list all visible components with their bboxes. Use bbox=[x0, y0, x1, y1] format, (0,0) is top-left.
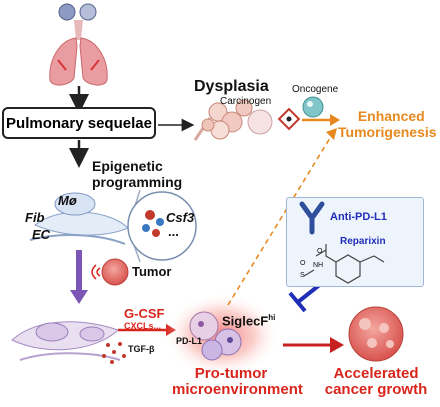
inhibition-bar bbox=[288, 291, 307, 313]
siglecf-superscript: hi bbox=[268, 313, 276, 322]
protumor-line2: microenvironment bbox=[172, 381, 303, 398]
tumor-label: Tumor bbox=[132, 264, 172, 279]
accel-line1: Accelerated bbox=[333, 365, 419, 382]
pulmonary-sequelae-box: Pulmonary sequelae bbox=[2, 107, 156, 139]
carcinogen-label: Carcinogen bbox=[220, 96, 272, 107]
oncogene-icon bbox=[302, 96, 324, 118]
chem-o-s: O bbox=[300, 260, 306, 267]
endothelial-label: EC bbox=[32, 227, 51, 242]
lungs-illustration bbox=[49, 3, 108, 86]
anti-pdl1-label: Anti-PD-L1 bbox=[330, 211, 387, 223]
epigenetic-line1: Epigenetic bbox=[92, 158, 163, 174]
epigenetic-programming-label: Epigenetic programming bbox=[92, 158, 182, 190]
epigenetic-line2: programming bbox=[92, 174, 183, 190]
reparixin-label: Reparixin bbox=[340, 236, 386, 247]
accel-line2: cancer growth bbox=[324, 381, 428, 398]
chromatin-icon bbox=[142, 210, 164, 237]
neutrophil-cluster-illustration bbox=[189, 311, 242, 361]
accelerated-cancer-growth-label: Accelerated cancer growth bbox=[320, 366, 432, 398]
hazard-icon bbox=[277, 107, 301, 131]
cell-cluster-illustration bbox=[29, 192, 129, 245]
chem-o-top: O bbox=[317, 248, 323, 255]
cxcls-label: CXCLs... bbox=[124, 321, 162, 331]
chem-nh: NH bbox=[313, 262, 324, 269]
enhanced-tumorigenesis-label: Enhanced Tumorigenesis bbox=[338, 108, 437, 140]
gcsf-label: G-CSF bbox=[124, 306, 165, 321]
fibroblast-label: Fib bbox=[25, 210, 45, 225]
tumor-mass-illustration bbox=[348, 306, 404, 362]
alveoli-illustration bbox=[193, 99, 253, 141]
dashed-arrow-to-tumorigenesis bbox=[227, 137, 331, 306]
enhanced-line1: Enhanced bbox=[357, 108, 425, 124]
chem-s: S bbox=[300, 272, 305, 279]
protumor-line1: Pro-tumor bbox=[194, 365, 268, 382]
pulmonary-sequelae-label: Pulmonary sequelae bbox=[6, 114, 152, 132]
stromal-cells-illustration bbox=[11, 321, 121, 361]
dysplasia-label: Dysplasia bbox=[194, 78, 269, 95]
siglecf-label: SiglecFhi bbox=[222, 313, 275, 328]
chromatin-inset bbox=[127, 191, 197, 261]
protumor-microenvironment-label: Pro-tumor microenvironment bbox=[172, 365, 303, 398]
carcinogen-icon bbox=[247, 109, 273, 135]
tgfb-label: TGF-β bbox=[128, 344, 155, 354]
enhanced-line2: Tumorigenesis bbox=[338, 124, 437, 140]
secreted-dots bbox=[102, 342, 126, 364]
tumor-cell-illustration bbox=[91, 258, 129, 286]
oncogene-label: Oncogene bbox=[292, 84, 339, 95]
macrophage-label: Mø bbox=[58, 193, 77, 208]
csf3-ellipsis: ... bbox=[168, 224, 179, 239]
pdl1-label: PD-L1 bbox=[176, 336, 203, 346]
siglecf-text: SiglecF bbox=[222, 313, 269, 329]
csf3-label: Csf3 bbox=[166, 210, 195, 225]
